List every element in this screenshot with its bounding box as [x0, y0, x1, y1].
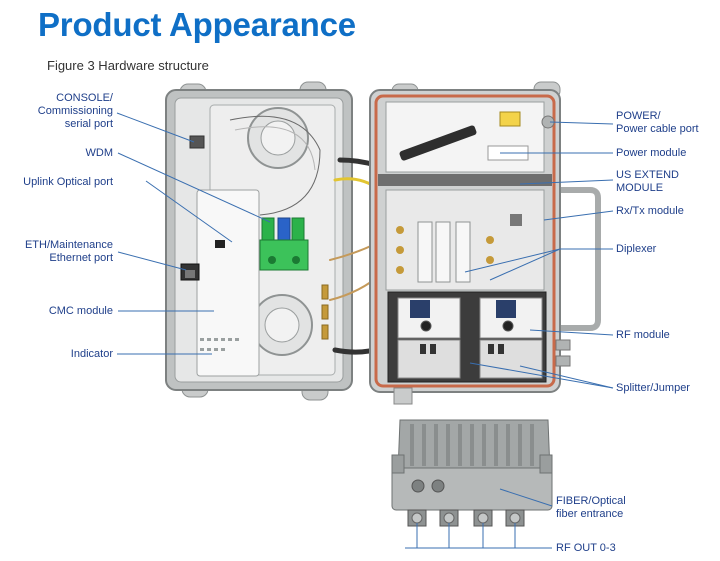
- label-uplink-optical-port: Uplink Optical port: [23, 176, 113, 188]
- label-eth-maintenance-port: ETH/Maintenance Ethernet port: [24, 239, 113, 264]
- label-rxtx-module: Rx/Tx module: [616, 205, 684, 217]
- label-wdm: WDM: [85, 147, 114, 159]
- closed-unit: [391, 419, 553, 527]
- label-splitter-jumper: Splitter/Jumper: [616, 382, 690, 394]
- label-power-module: Power module: [616, 147, 687, 159]
- right-housing: [369, 81, 601, 405]
- label-fiber-entrance: FIBER/Optical fiber entrance: [556, 495, 626, 520]
- label-console-port: CONSOLE/ Commissioning serial port: [37, 92, 113, 130]
- page-title: Product Appearance: [38, 6, 356, 43]
- left-housing: [165, 81, 353, 401]
- label-rf-out: RF OUT 0-3: [556, 542, 616, 554]
- label-diplexer: Diplexer: [616, 243, 657, 255]
- figure-caption: Figure 3 Hardware structure: [47, 58, 209, 73]
- label-cmc-module: CMC module: [48, 305, 113, 317]
- label-power-cable-port: POWER/ Power cable port: [616, 110, 699, 135]
- label-us-extend-module: US EXTEND MODULE: [616, 169, 679, 194]
- label-indicator: Indicator: [70, 348, 113, 360]
- label-rf-module: RF module: [616, 329, 670, 341]
